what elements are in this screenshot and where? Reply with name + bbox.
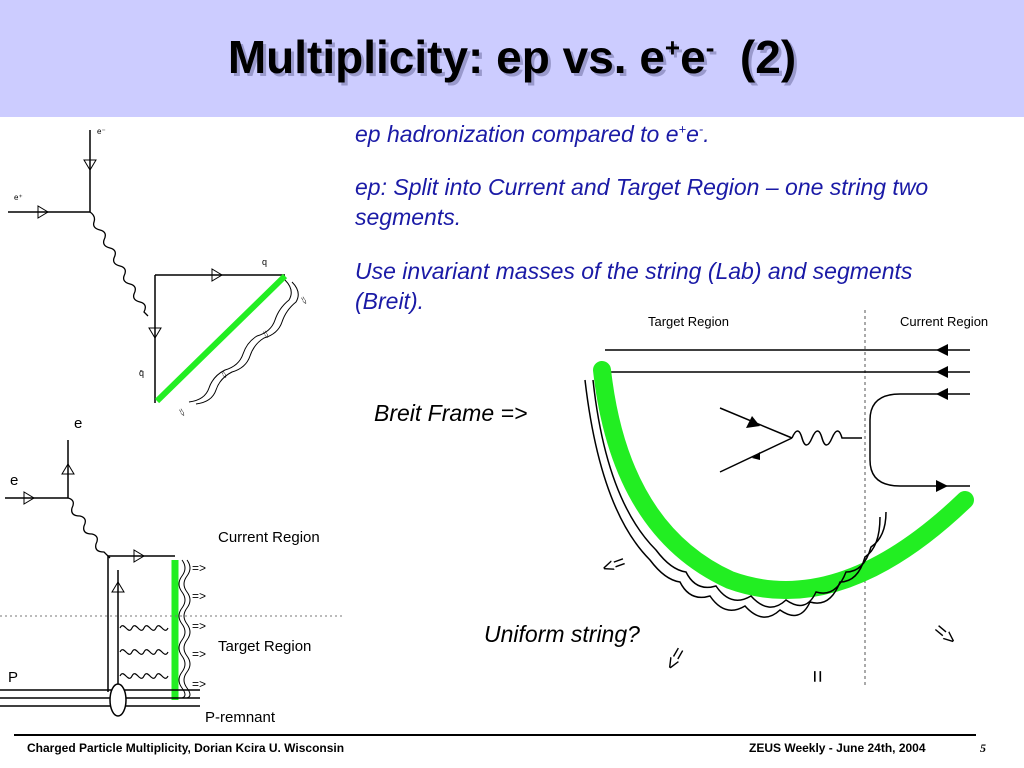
page-number: 5 bbox=[980, 741, 986, 755]
footer-right: ZEUS Weekly - June 24th, 2004 bbox=[749, 741, 926, 755]
label-current-region: Current Region bbox=[218, 529, 320, 546]
label-e-out: e⁻ bbox=[97, 127, 106, 136]
breit-current-region: Current Region bbox=[900, 314, 988, 329]
lab-arrow-3: => bbox=[192, 619, 206, 633]
ep-feynman-diagram: e⁻ e⁺ q q̄ => => => => bbox=[8, 127, 308, 419]
slide-title: Multiplicity: ep vs. e+e- (2) bbox=[227, 31, 797, 83]
label-p: P bbox=[8, 669, 18, 686]
breit-frame-diagram: Target Region Current Region <= <= = => bbox=[584, 310, 988, 685]
lab-arrow-5: => bbox=[192, 677, 206, 691]
bullet-1: ep hadronization compared to e+e-. bbox=[355, 121, 710, 147]
top-arrow-2: => bbox=[260, 330, 270, 341]
label-q: q bbox=[262, 257, 267, 267]
title-bar bbox=[0, 0, 1024, 117]
bullet-2: ep: Split into Current and Target Region… bbox=[355, 174, 929, 230]
label-qbar: q̄ bbox=[139, 368, 144, 378]
label-e-in: e⁺ bbox=[14, 193, 23, 202]
footer-left: Charged Particle Multiplicity, Dorian Kc… bbox=[27, 741, 345, 755]
lab-arrow-4: => bbox=[192, 647, 206, 661]
label-e-left: e bbox=[10, 472, 18, 489]
label-target-region: Target Region bbox=[218, 638, 311, 655]
top-arrow-4: => bbox=[176, 408, 186, 419]
lab-arrow-2: => bbox=[192, 589, 206, 603]
breit-frame-label: Breit Frame => bbox=[374, 400, 528, 426]
breit-arrow-left: <= bbox=[599, 551, 628, 580]
breit-target-region: Target Region bbox=[648, 314, 729, 329]
bullet-3: Use invariant masses of the string (Lab)… bbox=[355, 258, 913, 314]
top-arrow-1: => bbox=[298, 296, 308, 307]
lab-arrow-1: => bbox=[192, 561, 206, 575]
label-p-remnant: P-remnant bbox=[205, 709, 276, 726]
breit-arrow-down-right: => bbox=[929, 619, 961, 651]
uniform-string-label: Uniform string? bbox=[484, 621, 640, 647]
breit-arrow-down-left: <= bbox=[660, 643, 691, 674]
lab-frame-diagram: e e P P-remnant Current Region Target Re… bbox=[0, 415, 345, 726]
breit-arrow-down: = bbox=[805, 670, 830, 683]
footer-divider bbox=[14, 734, 976, 736]
label-e-top: e bbox=[74, 415, 82, 432]
top-arrow-3: => bbox=[218, 370, 228, 381]
